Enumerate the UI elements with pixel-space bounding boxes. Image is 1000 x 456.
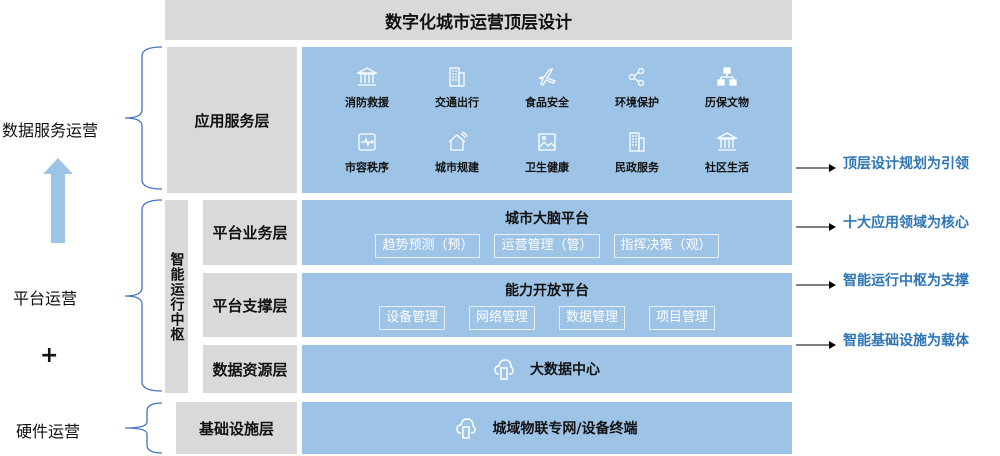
app-item: 交通出行: [412, 55, 502, 120]
capability-chip: 趋势预测（预）: [375, 233, 481, 258]
building-icon: [626, 131, 648, 153]
layer-label-data: 数据资源层: [203, 345, 297, 393]
capability-chip: 指挥决策（观）: [613, 233, 719, 258]
right-arrow-icon: [796, 275, 836, 289]
right-note: 十大应用领域为核心: [843, 215, 969, 231]
app-item: 食品安全: [502, 55, 592, 120]
brace-icon: [124, 402, 163, 454]
brace-icons: [124, 46, 163, 454]
diagram-title: 数字化城市运营顶层设计: [165, 0, 792, 40]
up-arrow-icon: [43, 158, 73, 243]
app-item: 民政服务: [592, 120, 682, 185]
layer-label-support: 平台支撑层: [203, 273, 297, 337]
panel-title: 城域物联专网/设备终端: [492, 421, 638, 437]
layer-label-infra: 基础设施层: [176, 402, 297, 454]
data-panel: 大数据中心: [302, 345, 792, 393]
label-platform-ops: 平台运营: [13, 289, 78, 308]
business-panel: 城市大脑平台 趋势预测（预） 运营管理（管） 指挥决策（观）: [302, 200, 792, 265]
capability-chip: 数据管理: [559, 306, 626, 330]
application-panel: 消防救援 交通出行 食品安全 环境保护 历保文物市容秩序 城市规建 卫生健康 民政服务 社区生活: [302, 47, 792, 193]
right-arrow-icon: [796, 158, 836, 172]
layer-label-application: 应用服务层: [167, 47, 297, 193]
app-item-label: 食品安全: [525, 95, 569, 109]
airplane-icon: [536, 66, 558, 88]
panel-title: 大数据中心: [530, 362, 600, 378]
share-icon: [626, 66, 648, 88]
right-arrow-icon: [796, 335, 836, 349]
app-item-label: 交通出行: [435, 95, 479, 109]
right-note: 顶层设计规划为引领: [843, 156, 969, 172]
image-icon: [536, 131, 558, 153]
app-item: 社区生活: [682, 120, 772, 185]
brace-icon: [124, 199, 163, 392]
label-data-service-ops: 数据服务运营: [2, 121, 99, 140]
app-item: 历保文物: [682, 55, 772, 120]
building-icon: [446, 66, 468, 88]
layer-label-business: 平台业务层: [203, 200, 297, 265]
hub-label: 智能运行中枢: [165, 200, 188, 393]
app-item: 消防救援: [322, 55, 412, 120]
app-item: 环境保护: [592, 55, 682, 120]
cloud-icon: [456, 418, 477, 439]
capability-chip: 网络管理: [468, 306, 535, 330]
brace-icon: [124, 46, 163, 190]
app-item: 卫生健康: [502, 120, 592, 185]
right-note: 智能运行中枢为支撑: [843, 273, 969, 289]
app-item-label: 卫生健康: [525, 160, 569, 174]
infra-panel: 城域物联专网/设备终端: [302, 402, 792, 454]
plus-sign: +: [40, 343, 59, 368]
app-item-label: 消防救援: [345, 95, 389, 109]
app-item-label: 市容秩序: [345, 160, 389, 174]
support-panel: 能力开放平台 设备管理网络管理数据管理项目管理: [302, 273, 792, 337]
capability-chip: 运营管理（管）: [494, 233, 600, 258]
cloud-icon: [494, 359, 514, 380]
monitor-pulse-icon: [356, 131, 378, 153]
capability-chip: 项目管理: [649, 306, 716, 330]
label-hardware-ops: 硬件运营: [16, 422, 81, 441]
org-chart-icon: [716, 66, 738, 88]
app-item-label: 历保文物: [705, 95, 749, 109]
bank-icon: [356, 66, 378, 88]
panel-title: 城市大脑平台: [505, 210, 589, 227]
app-item-label: 社区生活: [705, 160, 749, 174]
app-item-label: 民政服务: [615, 160, 659, 174]
capability-chip: 设备管理: [378, 306, 445, 330]
house-signal-icon: [446, 130, 468, 153]
right-note: 智能基础设施为载体: [843, 333, 969, 349]
panel-title: 能力开放平台: [505, 283, 589, 299]
app-item: 市容秩序: [322, 120, 412, 185]
right-arrow-icon: [796, 217, 836, 231]
app-item-label: 城市规建: [435, 160, 479, 174]
bank-icon: [716, 131, 738, 153]
app-item: 城市规建: [412, 120, 502, 185]
app-item-label: 环境保护: [615, 95, 659, 109]
